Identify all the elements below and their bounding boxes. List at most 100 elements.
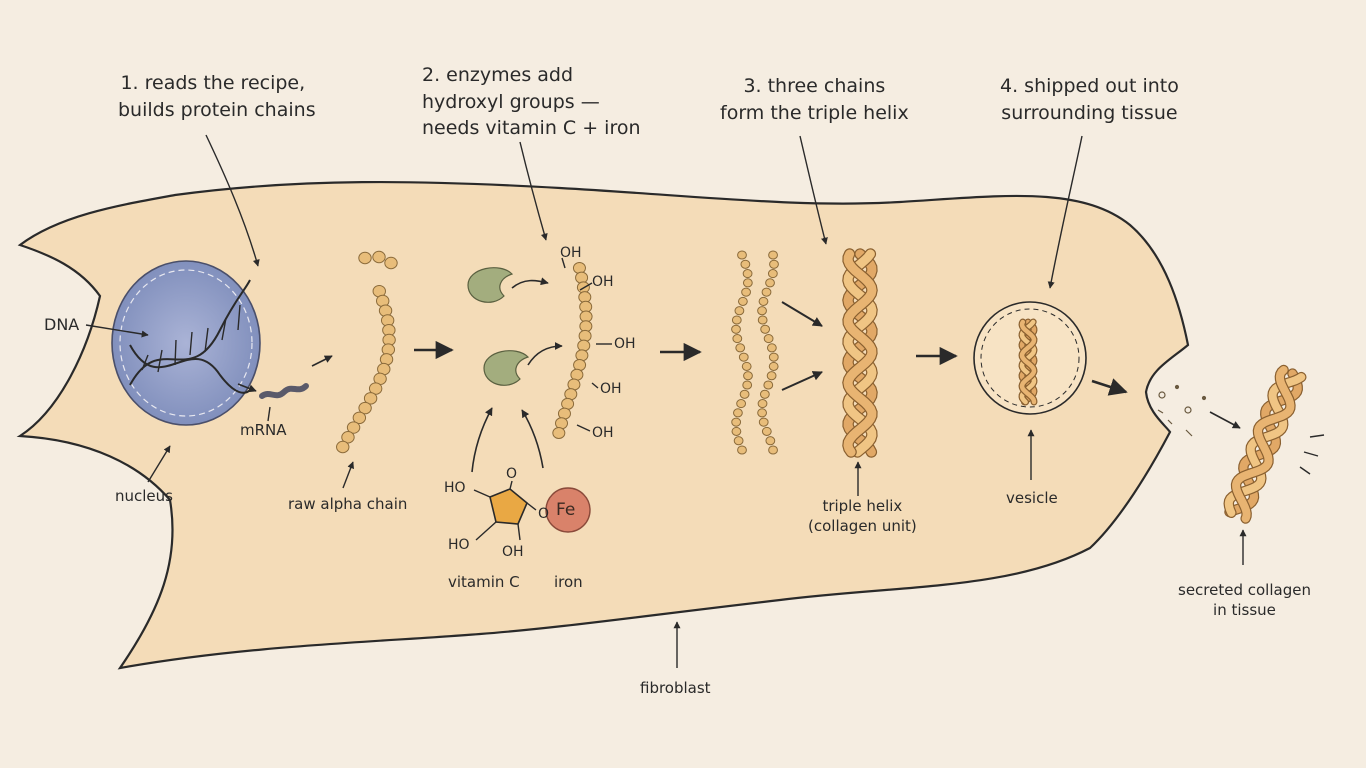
alpha-bead (358, 401, 372, 415)
alpha-bead (363, 392, 378, 405)
chain-bead (740, 259, 751, 269)
helix-strand (843, 249, 877, 457)
secreted-collagen-helix (1223, 364, 1307, 524)
three-alpha-chains (731, 250, 779, 455)
alpha-bead (346, 421, 361, 434)
chain-bead (736, 399, 747, 409)
chain-bead (738, 352, 749, 362)
chain-bead (742, 269, 753, 279)
iron-label: iron (554, 573, 583, 591)
chain-bead (737, 296, 748, 306)
process-arrows (85, 134, 1247, 668)
chain-bead (765, 278, 775, 288)
step-4-caption: 4. shipped out into surrounding tissue (1000, 75, 1179, 124)
hydroxylated-bead (577, 339, 591, 352)
alpha-bead (352, 411, 367, 424)
chain-bead (733, 436, 744, 446)
step-2-caption: 2. enzymes add hydroxyl groups — needs v… (422, 64, 641, 140)
chain-bead (767, 269, 778, 279)
chain-bead (742, 380, 753, 390)
chain-bead (766, 343, 777, 353)
hydroxyl-bonds (561, 257, 612, 432)
helix-strand (1019, 319, 1037, 405)
hydroxylated-bead (575, 271, 589, 284)
chain-bead (761, 287, 772, 297)
motion-dashes (1299, 434, 1325, 475)
chain-bead (732, 334, 743, 344)
chain-bead (742, 278, 753, 288)
chain-bead (757, 399, 768, 409)
step-3-caption: 3. three chains form the triple helix (720, 75, 909, 124)
chain-bead (768, 352, 779, 362)
chain-bead (757, 306, 767, 316)
vitc-ho-bottom: HO (448, 537, 470, 553)
alpha-bead (358, 251, 372, 265)
alpha-bead (341, 431, 355, 444)
chain-bead (733, 408, 743, 418)
enzyme-bottom (483, 350, 530, 386)
chain-bead (731, 417, 742, 427)
triple-helix-label: triple helix (collagen unit) (808, 497, 917, 536)
chain-bead (731, 324, 741, 334)
chain-bead (735, 343, 746, 353)
chain-bead (763, 380, 774, 390)
mrna-strand (259, 383, 309, 399)
chain-bead (757, 408, 767, 418)
hydroxylated-bead (572, 261, 586, 275)
alpha-bead (384, 256, 398, 270)
chain-bead (739, 389, 750, 399)
oh-label-4: OH (600, 381, 622, 397)
chain-bead (759, 389, 770, 399)
chain-bead (731, 315, 742, 325)
vitc-oh-bottom: OH (502, 544, 524, 560)
fibroblast-label: fibroblast (640, 679, 711, 697)
chain-bead (743, 371, 753, 381)
chain-bead (758, 417, 769, 427)
chain-bead (769, 259, 779, 269)
alpha-bead (372, 250, 386, 264)
chain-bead (765, 436, 776, 446)
iron-atom (545, 487, 591, 533)
fibroblast-cell (16, 180, 1190, 670)
vesicle-label: vesicle (1006, 489, 1058, 507)
chain-bead (766, 371, 777, 381)
chain-bead (761, 426, 772, 436)
nucleus (111, 260, 261, 426)
chain-bead (741, 287, 751, 297)
hydroxylated-bead (552, 426, 566, 440)
hydroxylated-bead (575, 349, 589, 362)
chain-bead (731, 426, 742, 436)
nucleus-label: nucleus (115, 487, 173, 505)
triple-helix (842, 248, 878, 458)
secretion-particles (1157, 384, 1207, 437)
chain-bead (734, 306, 745, 316)
vitamin-c-molecule (473, 480, 537, 541)
vitc-o-right: O (538, 506, 550, 522)
raw-alpha-chain (336, 250, 398, 454)
vitc-o-top: O (506, 466, 518, 482)
oh-label-3: OH (614, 336, 636, 352)
helix-strand (843, 249, 877, 457)
vesicle-helix (1018, 318, 1038, 406)
secreted-collagen-label: secreted collagen in tissue (1178, 581, 1311, 620)
vitamin-c-label: vitamin C (448, 573, 520, 591)
alpha-bead (336, 440, 350, 454)
mrna-label: mRNA (240, 421, 287, 439)
oh-label-2: OH (592, 274, 614, 290)
chain-bead (768, 361, 779, 371)
dna-helix (129, 279, 251, 394)
chain-bead (768, 445, 778, 455)
chain-bead (737, 250, 747, 260)
chain-bead (757, 315, 768, 325)
helix-strand (1232, 365, 1295, 523)
step-1-caption: 1. reads the recipe, builds protein chai… (118, 72, 316, 121)
oh-label-1: OH (560, 245, 582, 261)
chain-bead (760, 324, 771, 334)
chain-bead (768, 250, 778, 260)
vitc-ho-top: HO (444, 480, 466, 496)
oh-label-5: OH (592, 425, 614, 441)
raw-alpha-chain-label: raw alpha chain (288, 495, 408, 513)
iron-symbol: Fe (556, 500, 576, 520)
hydroxylated-chain (552, 261, 593, 440)
